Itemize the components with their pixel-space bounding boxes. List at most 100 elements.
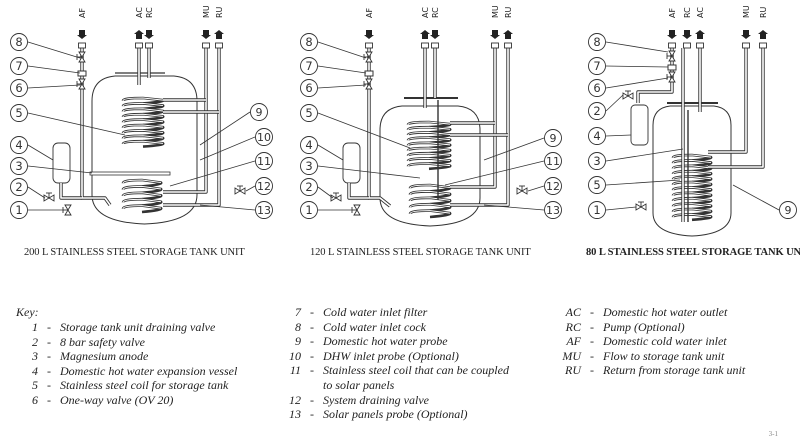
- key-dash: -: [47, 349, 51, 364]
- callout-3-circle: [588, 152, 606, 170]
- key-description: System draining valve: [323, 392, 429, 407]
- callout-1-circle: [588, 201, 606, 219]
- key-abbr: AC: [565, 305, 581, 319]
- port-label-ac: AC: [421, 7, 430, 18]
- pipe-fitting: [78, 42, 86, 49]
- leader-line: [27, 165, 93, 174]
- key-dash: -: [310, 334, 314, 349]
- key-abbreviation-row: AF-Domestic cold water inlet: [553, 334, 745, 349]
- callout-12: 12: [546, 180, 560, 193]
- inlet-cock: [363, 51, 373, 63]
- drain-valve: [62, 204, 72, 216]
- key-row: 11-Stainless steel coil that can be coup…: [281, 363, 509, 378]
- callout-2: 2: [593, 104, 600, 118]
- key-description: Solar panels probe (Optional): [323, 407, 468, 422]
- key-dash: -: [310, 319, 314, 334]
- key-dash: -: [310, 363, 314, 378]
- callout-8: 8: [593, 35, 600, 49]
- arrow-down-icon: [682, 30, 692, 39]
- callout-11-circle: [544, 152, 562, 170]
- key-number: 10: [289, 348, 301, 363]
- callout-12-circle: [255, 177, 273, 195]
- pipe-fitting: [431, 42, 439, 49]
- port-label-ru: RU: [759, 6, 768, 18]
- arrow-down-icon: [364, 30, 374, 39]
- leader-line: [605, 148, 684, 162]
- pipe-fitting: [365, 42, 373, 49]
- key-number: 13: [289, 407, 301, 422]
- callout-1-circle: [10, 201, 28, 219]
- expansion-vessel: [52, 142, 71, 184]
- key-dash: -: [310, 407, 314, 422]
- leader-line: [199, 136, 256, 161]
- callout-9-circle: [250, 103, 268, 121]
- caption-200l-unit: 200 L STAINLESS STEEL STORAGE TANK UNIT: [24, 247, 245, 258]
- callout-7: 7: [593, 59, 600, 73]
- key-description: Magnesium anode: [60, 349, 149, 364]
- leader-line: [27, 84, 81, 89]
- callout-1: 1: [15, 203, 22, 217]
- callout-13-circle: [544, 201, 562, 219]
- leader-line: [444, 160, 545, 186]
- key-abbr: AF: [566, 334, 581, 349]
- pipe-fitting: [145, 42, 153, 49]
- leader-line: [199, 111, 251, 146]
- key-dash: -: [310, 348, 314, 363]
- key-dash: -: [590, 363, 594, 378]
- one-way-valve: [666, 71, 676, 83]
- callout-1: 1: [593, 203, 600, 217]
- safety-valve: [43, 192, 55, 202]
- leader-line: [732, 184, 780, 211]
- arrow-up-icon: [214, 30, 224, 39]
- callout-7: 7: [15, 59, 22, 73]
- callout-2-circle: [10, 178, 28, 196]
- system-drain-valve: [516, 185, 528, 195]
- key-dash: -: [47, 363, 51, 378]
- key-dash: -: [47, 334, 51, 349]
- leader-line: [605, 77, 669, 89]
- key-dash: -: [590, 305, 594, 319]
- callout-6: 6: [593, 81, 600, 95]
- callout-13: 13: [546, 204, 560, 217]
- key-description: Domestic cold water inlet: [603, 334, 727, 349]
- port-label-rc: RC: [145, 7, 154, 18]
- arrow-down-icon: [667, 30, 677, 39]
- key-number: 4: [32, 363, 38, 378]
- port-label-mu: MU: [202, 5, 211, 18]
- key-number: 3: [32, 349, 38, 364]
- coil-solar: [408, 183, 452, 219]
- port-label-af: AF: [78, 8, 87, 18]
- leader-line: [317, 84, 367, 89]
- coil-dhw: [121, 96, 165, 148]
- key-number: 12: [289, 392, 301, 407]
- pipe-fitting: [696, 42, 704, 49]
- callout-1: 1: [305, 203, 312, 217]
- leader-line: [483, 204, 545, 211]
- caption-120l-unit: 120 L STAINLESS STEEL STORAGE TANK UNIT: [310, 247, 531, 258]
- key-row: 4-Domestic hot water expansion vessel: [28, 364, 237, 379]
- leader-line: [605, 94, 624, 112]
- arrow-up-icon: [695, 30, 705, 39]
- callout-2: 2: [15, 180, 22, 194]
- inlet-filter: [364, 70, 374, 77]
- key-abbr: MU: [562, 348, 581, 363]
- leader-line: [245, 185, 256, 192]
- callout-5: 5: [15, 106, 22, 120]
- expansion-vessel: [630, 104, 649, 146]
- magnesium-anode: [89, 171, 171, 176]
- leader-line: [605, 41, 669, 53]
- callout-11-circle: [255, 152, 273, 170]
- callout-4-circle: [300, 136, 318, 154]
- callout-8-circle: [10, 33, 28, 51]
- arrow-down-icon: [144, 30, 154, 39]
- key-abbreviation-row: AC-Domestic hot water outlet: [553, 305, 745, 320]
- callout-13-circle: [255, 201, 273, 219]
- port-label-mu: MU: [742, 5, 751, 18]
- key-abbreviation-row: RC-Pump (Optional): [553, 320, 745, 335]
- callout-5: 5: [593, 178, 600, 192]
- callout-6: 6: [305, 81, 312, 95]
- key-number: 1: [32, 320, 38, 334]
- leader-line: [169, 160, 256, 187]
